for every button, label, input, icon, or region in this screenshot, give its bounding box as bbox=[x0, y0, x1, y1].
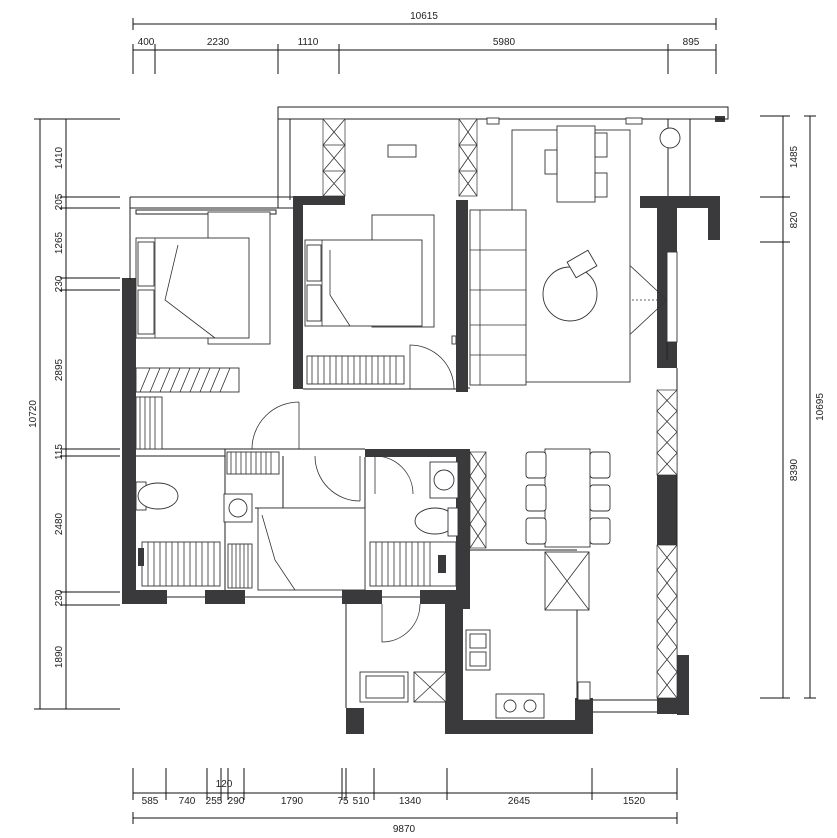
left-dim-1: 1410 bbox=[54, 146, 65, 169]
chair bbox=[525, 517, 547, 545]
left-total-dim: 10720 bbox=[28, 400, 39, 428]
kitchen bbox=[465, 551, 591, 719]
right-dim-1: 1485 bbox=[789, 145, 800, 168]
left-dim-6: 115 bbox=[54, 444, 65, 460]
cooktop bbox=[495, 693, 545, 719]
study bbox=[257, 507, 366, 591]
living-room bbox=[469, 117, 681, 386]
bottom-dim-3: 255 bbox=[206, 796, 223, 807]
left-dim-9: 1890 bbox=[54, 645, 65, 668]
partition-walls bbox=[129, 106, 729, 713]
top-dim-3: 1110 bbox=[298, 37, 319, 48]
right-dimensions: 1485 820 8390 10695 bbox=[760, 115, 826, 699]
right-dim-3: 8390 bbox=[789, 458, 800, 481]
left-dimensions: 10720 1410 205 1265 230 2895 115 2480 23… bbox=[28, 118, 120, 710]
right-total-dim: 10695 bbox=[815, 393, 826, 421]
laundry bbox=[359, 671, 447, 703]
pillow bbox=[137, 289, 155, 335]
dining-table-top bbox=[556, 125, 596, 203]
top-dim-5: 895 bbox=[683, 37, 700, 48]
structural-walls bbox=[122, 116, 725, 734]
bottom-dim-1: 585 bbox=[142, 796, 159, 807]
pillow-2a bbox=[306, 244, 322, 282]
bed-3 bbox=[257, 507, 366, 591]
toilet bbox=[137, 482, 179, 510]
chair bbox=[544, 149, 558, 175]
double-bed-2 bbox=[304, 239, 423, 327]
bottom-dim-5: 290 bbox=[228, 796, 245, 807]
coffee-table bbox=[542, 266, 598, 322]
chair bbox=[525, 451, 547, 479]
sofa bbox=[469, 209, 527, 386]
chair bbox=[594, 132, 608, 158]
desk-2 bbox=[306, 355, 405, 385]
bathroom-1 bbox=[135, 451, 280, 589]
bottom-dim-11: 1520 bbox=[623, 796, 646, 807]
shower-tray bbox=[141, 541, 221, 587]
right-dim-2: 820 bbox=[789, 211, 800, 228]
cabinet-kitchen-right bbox=[656, 544, 678, 699]
built-in-cabinets bbox=[322, 118, 678, 699]
chair bbox=[594, 172, 608, 198]
bedroom-1 bbox=[135, 211, 271, 450]
left-dim-3: 1265 bbox=[54, 231, 65, 254]
dining-area bbox=[525, 448, 611, 548]
top-dim-2: 2230 bbox=[207, 37, 230, 48]
top-dim-1: 400 bbox=[138, 37, 155, 48]
bottom-dimensions: 585 740 255 120 290 1790 75 510 1340 264… bbox=[132, 768, 678, 835]
top-total-dim: 10615 bbox=[410, 11, 438, 22]
left-dim-7: 2480 bbox=[54, 512, 65, 535]
cabinet-bath bbox=[469, 451, 487, 549]
chair bbox=[589, 484, 611, 512]
bottom-dim-4: 120 bbox=[216, 779, 233, 790]
chair bbox=[525, 484, 547, 512]
bottom-dim-8: 510 bbox=[353, 796, 370, 807]
top-dim-4: 5980 bbox=[493, 37, 516, 48]
bottom-dim-7: 75 bbox=[337, 796, 349, 807]
dining-table bbox=[544, 448, 591, 548]
pillow-2b bbox=[306, 284, 322, 322]
bottom-total-dim: 9870 bbox=[393, 824, 416, 835]
pillow bbox=[137, 241, 155, 287]
doors bbox=[251, 259, 668, 643]
bedroom-2 bbox=[304, 144, 435, 385]
left-dim-5: 2895 bbox=[54, 358, 65, 381]
armchair bbox=[566, 249, 598, 279]
bottom-dim-2: 740 bbox=[179, 796, 196, 807]
tv-panel bbox=[666, 251, 678, 343]
plant bbox=[659, 127, 681, 149]
left-dim-4: 230 bbox=[54, 275, 65, 292]
left-dim-2: 205 bbox=[54, 193, 65, 210]
top-dimensions: 10615 400 2230 1110 5980 895 bbox=[132, 11, 717, 74]
bottom-dim-6: 1790 bbox=[281, 796, 304, 807]
chair bbox=[589, 517, 611, 545]
bottom-dim-10: 2645 bbox=[508, 796, 531, 807]
cabinet-living-right bbox=[656, 389, 678, 476]
tv-unit bbox=[387, 144, 417, 158]
left-dim-8: 230 bbox=[54, 589, 65, 606]
bottom-dim-9: 1340 bbox=[399, 796, 422, 807]
chair bbox=[589, 451, 611, 479]
bathroom-2 bbox=[369, 461, 459, 587]
